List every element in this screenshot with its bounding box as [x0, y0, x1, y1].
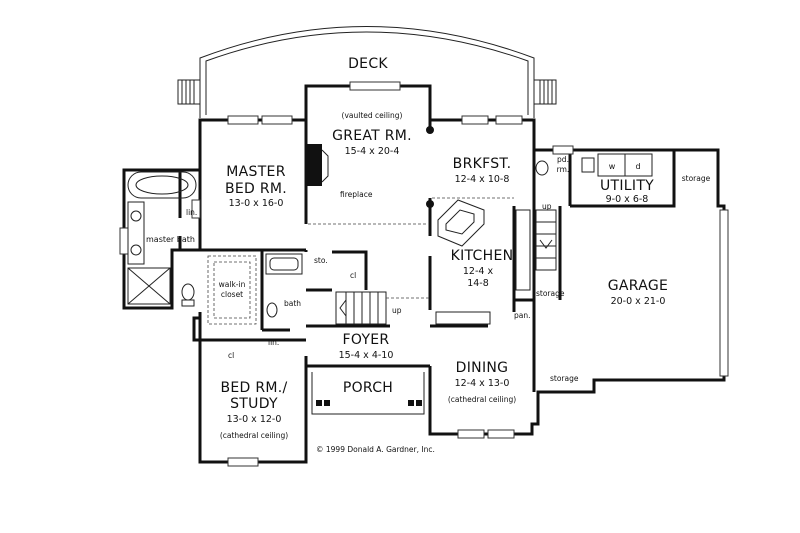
- master-bed-name-1: MASTER: [226, 164, 285, 180]
- dining-dims: 12-4 x 13-0: [455, 378, 510, 389]
- bed-study-dims: 13-0 x 12-0: [227, 414, 282, 425]
- fixtures: [127, 126, 653, 325]
- powder-room-label-1: pd.: [557, 155, 569, 164]
- utility-dims: 9-0 x 6-8: [606, 194, 649, 205]
- powder-room-label-2: rm.: [557, 165, 570, 174]
- dryer-label: d: [635, 162, 640, 171]
- garage-up-label: up: [542, 202, 552, 211]
- study-closet-label: cl: [228, 351, 234, 360]
- bed-study-name-2: STUDY: [230, 396, 278, 412]
- copyright-text: © 1999 Donald A. Gardner, Inc.: [316, 445, 435, 454]
- fireplace-label: fireplace: [340, 190, 373, 199]
- kitchen-dims-1: 12-4 x: [463, 266, 494, 277]
- garage-name: GARAGE: [608, 278, 668, 294]
- bed-study-note: (cathedral ceiling): [220, 431, 288, 440]
- garage-storage-left: storage: [536, 289, 565, 298]
- foyer-name: FOYER: [343, 332, 390, 348]
- foyer-up-label: up: [392, 306, 402, 315]
- great-room-name: GREAT RM.: [332, 128, 412, 144]
- room-labels: DECK (vaulted ceiling) GREAT RM. 15-4 x …: [146, 56, 711, 454]
- storage-top-label: storage: [682, 174, 711, 183]
- windows: [119, 81, 729, 467]
- dining-note: (cathedral ceiling): [448, 395, 516, 404]
- deck-label: DECK: [348, 56, 388, 72]
- hall-closet-label: cl: [350, 271, 356, 280]
- walk-in-label-1: walk-in: [219, 280, 246, 289]
- foyer-dims: 15-4 x 4-10: [339, 350, 394, 361]
- breakfast-name: BRKFST.: [453, 156, 512, 172]
- great-room-note: (vaulted ceiling): [342, 111, 403, 120]
- pantry-label: pan.: [514, 311, 531, 320]
- utility-name: UTILITY: [600, 178, 654, 194]
- bath-linen-label: lin.: [268, 338, 279, 347]
- washer-label: w: [609, 162, 616, 171]
- storage-closet-label: sto.: [314, 256, 328, 265]
- porch-name: PORCH: [343, 380, 393, 396]
- dining-name: DINING: [456, 360, 509, 376]
- walk-in-label-2: closet: [221, 290, 243, 299]
- kitchen-dims-2: 14-8: [467, 278, 489, 289]
- deck-area: [177, 26, 557, 118]
- garage-dims: 20-0 x 21-0: [611, 296, 666, 307]
- great-room-dims: 15-4 x 20-4: [345, 146, 400, 157]
- porch-area: [311, 372, 425, 415]
- bed-study-name-1: BED RM./: [220, 380, 287, 396]
- interior-walls: [178, 86, 572, 392]
- breakfast-dims: 12-4 x 10-8: [455, 174, 510, 185]
- master-bed-name-2: BED RM.: [225, 181, 287, 197]
- kitchen-name: KITCHEN: [451, 248, 514, 264]
- master-bath-label: master bath: [146, 235, 195, 244]
- garage-storage-bottom: storage: [550, 374, 579, 383]
- master-linen-label: lin.: [186, 208, 197, 217]
- bath-label: bath: [284, 299, 301, 308]
- master-bed-dims: 13-0 x 16-0: [229, 198, 284, 209]
